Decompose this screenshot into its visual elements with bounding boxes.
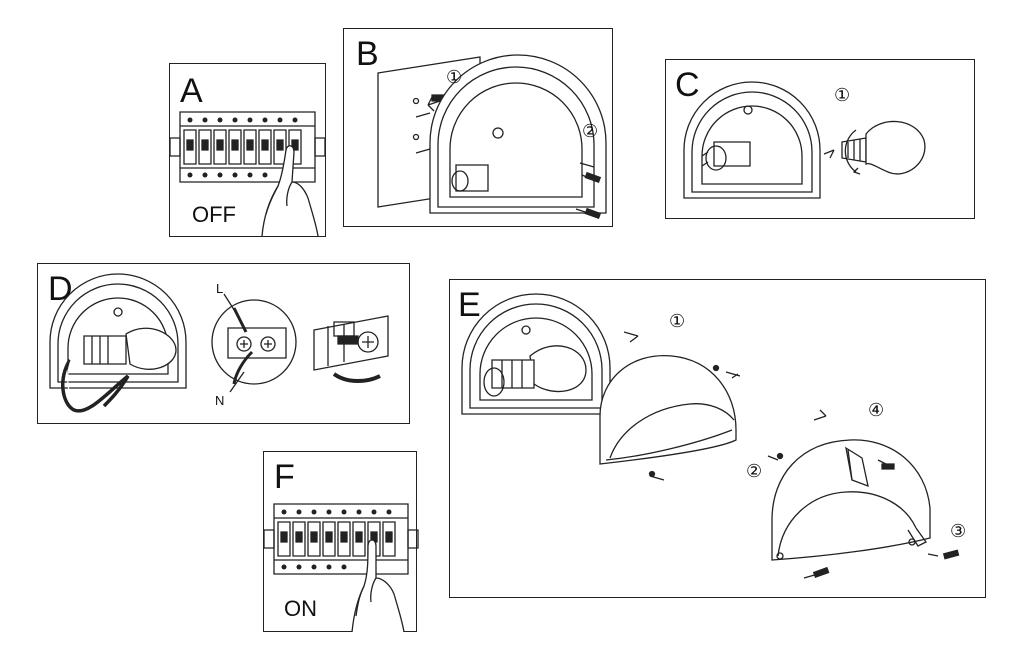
panel-e-label: E	[458, 286, 481, 324]
panel-e: E	[449, 279, 986, 598]
panel-b-label: B	[356, 35, 379, 73]
live-wire-label: L	[216, 281, 224, 296]
panel-e-step-4: ④	[868, 400, 885, 421]
panel-e-step-2: ②	[746, 461, 763, 482]
insert-bulb-illustration	[666, 60, 976, 220]
panel-e-step-1: ①	[669, 311, 686, 332]
panel-a: A	[169, 63, 326, 237]
neutral-wire-label: N	[215, 393, 225, 408]
cover-assembly-illustration	[450, 280, 987, 599]
panel-c: C ①	[665, 59, 975, 219]
wiring-illustration	[38, 264, 411, 425]
panel-b-step-1: ①	[446, 67, 463, 88]
panel-b: B ① ②	[343, 28, 613, 227]
panel-f-status-text: ON	[284, 596, 317, 621]
panel-c-label: C	[675, 66, 700, 104]
panel-a-label: A	[180, 72, 203, 110]
breaker-switch-off-illustration	[170, 64, 327, 238]
breaker-switch-on-illustration	[264, 452, 418, 633]
panel-f-label: F	[274, 458, 295, 496]
panel-f: F ON	[263, 451, 417, 632]
panel-a-status-text: OFF	[192, 202, 236, 227]
wall-mount-illustration	[344, 29, 614, 228]
panel-c-step-1: ①	[834, 85, 851, 106]
panel-e-step-3: ③	[950, 521, 967, 542]
panel-d: D L N	[37, 263, 410, 424]
panel-b-step-2: ②	[582, 121, 599, 142]
